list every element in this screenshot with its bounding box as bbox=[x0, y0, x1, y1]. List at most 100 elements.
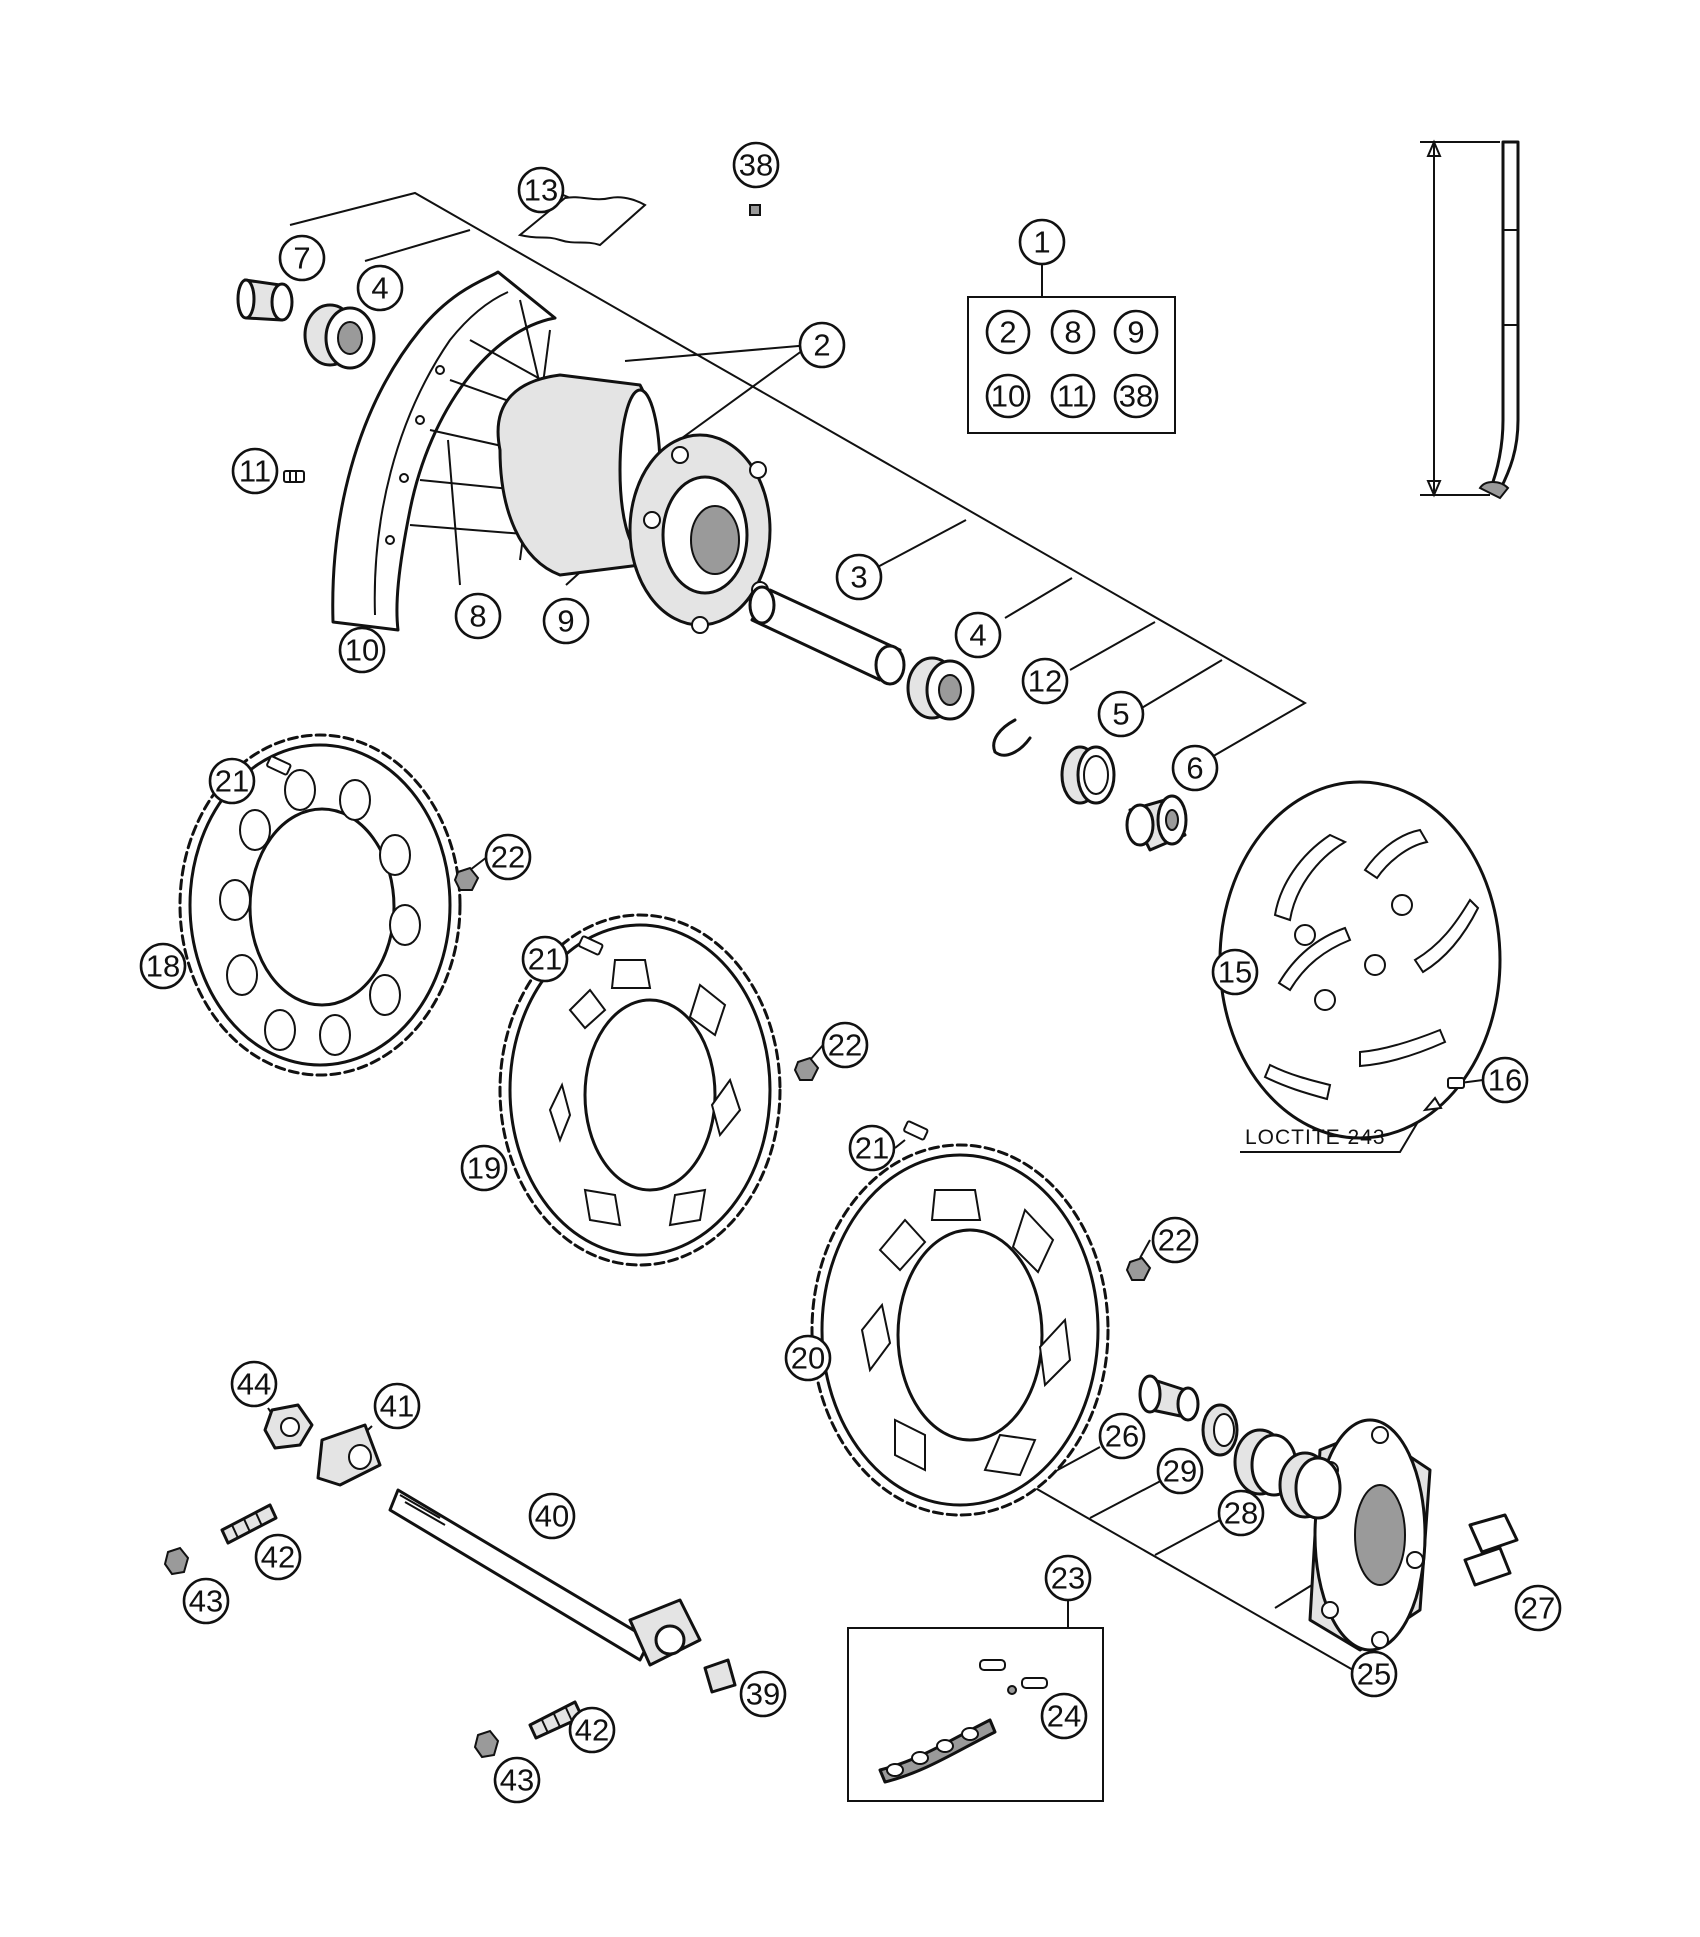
svg-text:39: 39 bbox=[746, 1677, 780, 1712]
rim-tape bbox=[517, 196, 647, 247]
callout-2: 2 bbox=[798, 321, 846, 369]
callout-26: 26 bbox=[1098, 1412, 1146, 1460]
svg-text:16: 16 bbox=[1488, 1063, 1522, 1098]
bearing-left bbox=[303, 303, 376, 370]
adjuster-nut bbox=[163, 1546, 500, 1759]
callout-22: 22 bbox=[1151, 1216, 1199, 1264]
svg-text:20: 20 bbox=[791, 1341, 825, 1376]
svg-text:38: 38 bbox=[1119, 379, 1153, 414]
circlip bbox=[992, 718, 1032, 757]
callout-42: 42 bbox=[568, 1706, 616, 1754]
callout-15: 15 bbox=[1211, 948, 1259, 996]
svg-text:12: 12 bbox=[1028, 664, 1062, 699]
callout-3: 3 bbox=[835, 553, 883, 601]
brake-disc bbox=[1218, 780, 1502, 1140]
callout-24: 24 bbox=[1040, 1692, 1088, 1740]
sprocket-20 bbox=[810, 1143, 1110, 1517]
callout-10: 10 bbox=[338, 626, 386, 674]
callout-9: 9 bbox=[542, 597, 590, 645]
svg-text:18: 18 bbox=[146, 949, 180, 984]
callout-38: 38 bbox=[732, 141, 780, 189]
svg-text:28: 28 bbox=[1224, 1496, 1258, 1531]
spacer-bushing-left bbox=[236, 278, 294, 322]
svg-text:29: 29 bbox=[1163, 1454, 1197, 1489]
svg-text:9: 9 bbox=[557, 604, 574, 639]
spacer-tube bbox=[748, 585, 906, 686]
svg-text:44: 44 bbox=[237, 1367, 271, 1402]
callout-25: 25 bbox=[1350, 1650, 1398, 1698]
chain-adjuster-left bbox=[316, 1423, 382, 1487]
svg-text:23: 23 bbox=[1051, 1561, 1085, 1596]
svg-text:27: 27 bbox=[1521, 1591, 1555, 1626]
callout-8: 8 bbox=[454, 592, 502, 640]
kit-box-1 bbox=[967, 296, 1176, 434]
callout-29: 29 bbox=[1156, 1447, 1204, 1495]
spacer-bushing-right bbox=[1125, 794, 1188, 852]
svg-text:6: 6 bbox=[1186, 751, 1203, 786]
rim-screw bbox=[283, 470, 305, 483]
callout-13: 13 bbox=[517, 166, 565, 214]
kit-callout-8: 8 bbox=[1050, 309, 1096, 355]
callout-19: 19 bbox=[460, 1144, 508, 1192]
callout-16: 16 bbox=[1481, 1056, 1529, 1104]
callout-6: 6 bbox=[1171, 744, 1219, 792]
callout-22: 22 bbox=[821, 1021, 869, 1069]
svg-text:42: 42 bbox=[575, 1713, 609, 1748]
svg-text:40: 40 bbox=[535, 1499, 569, 1534]
callout-27: 27 bbox=[1514, 1584, 1562, 1632]
sprocket-bolt bbox=[266, 755, 929, 1141]
kit-callout-10: 10 bbox=[985, 373, 1031, 419]
callout-28: 28 bbox=[1217, 1489, 1265, 1537]
svg-text:38: 38 bbox=[739, 148, 773, 183]
spoke-dimension bbox=[1420, 139, 1520, 500]
callout-4: 4 bbox=[356, 264, 404, 312]
svg-text:21: 21 bbox=[215, 764, 249, 799]
svg-text:43: 43 bbox=[189, 1584, 223, 1619]
hub-bushing-26 bbox=[1138, 1374, 1200, 1422]
bearing-right bbox=[906, 656, 975, 721]
svg-text:8: 8 bbox=[469, 599, 486, 634]
chain-kit-box bbox=[847, 1627, 1104, 1802]
svg-text:13: 13 bbox=[524, 173, 558, 208]
svg-text:9: 9 bbox=[1127, 315, 1144, 350]
sprocket-nut bbox=[453, 866, 1152, 1281]
hub-seal-29 bbox=[1201, 1403, 1239, 1457]
svg-text:10: 10 bbox=[345, 633, 379, 668]
callout-21: 21 bbox=[848, 1124, 896, 1172]
axle-nut bbox=[263, 1403, 314, 1450]
svg-text:15: 15 bbox=[1218, 955, 1252, 990]
svg-text:4: 4 bbox=[371, 271, 388, 306]
callout-43: 43 bbox=[493, 1756, 541, 1804]
disc-screw bbox=[1422, 1077, 1465, 1112]
svg-text:5: 5 bbox=[1112, 697, 1129, 732]
adjuster-screw bbox=[703, 1658, 737, 1694]
rear-axle bbox=[388, 1488, 702, 1667]
svg-text:22: 22 bbox=[491, 840, 525, 875]
svg-text:1: 1 bbox=[1033, 225, 1050, 260]
callout-12: 12 bbox=[1021, 657, 1069, 705]
svg-text:22: 22 bbox=[1158, 1223, 1192, 1258]
svg-text:22: 22 bbox=[828, 1028, 862, 1063]
callout-11: 11 bbox=[231, 447, 279, 495]
svg-text:25: 25 bbox=[1357, 1657, 1391, 1692]
svg-text:26: 26 bbox=[1105, 1419, 1139, 1454]
callouts: 1 2 3 4 4 5 6 7 8 9 10 11 12 13 38 2 8 9… bbox=[139, 141, 1562, 1804]
hub-bearings-28 bbox=[1233, 1428, 1342, 1520]
svg-text:24: 24 bbox=[1047, 1699, 1081, 1734]
callout-23: 23 bbox=[1044, 1554, 1092, 1602]
svg-text:21: 21 bbox=[855, 1131, 889, 1166]
callout-42: 42 bbox=[254, 1533, 302, 1581]
svg-text:7: 7 bbox=[293, 241, 310, 276]
svg-text:19: 19 bbox=[467, 1151, 501, 1186]
loctite-note: LOCTITE 243 bbox=[1245, 1126, 1386, 1149]
svg-text:4: 4 bbox=[969, 618, 986, 653]
adjuster-spring bbox=[220, 1503, 584, 1740]
svg-text:11: 11 bbox=[1057, 379, 1089, 414]
callout-1: 1 bbox=[1018, 218, 1066, 266]
svg-text:42: 42 bbox=[261, 1540, 295, 1575]
kit-callout-11: 11 bbox=[1050, 373, 1096, 419]
svg-text:21: 21 bbox=[528, 942, 562, 977]
sprocket-19 bbox=[498, 913, 782, 1267]
shaft-seal bbox=[1060, 745, 1116, 805]
